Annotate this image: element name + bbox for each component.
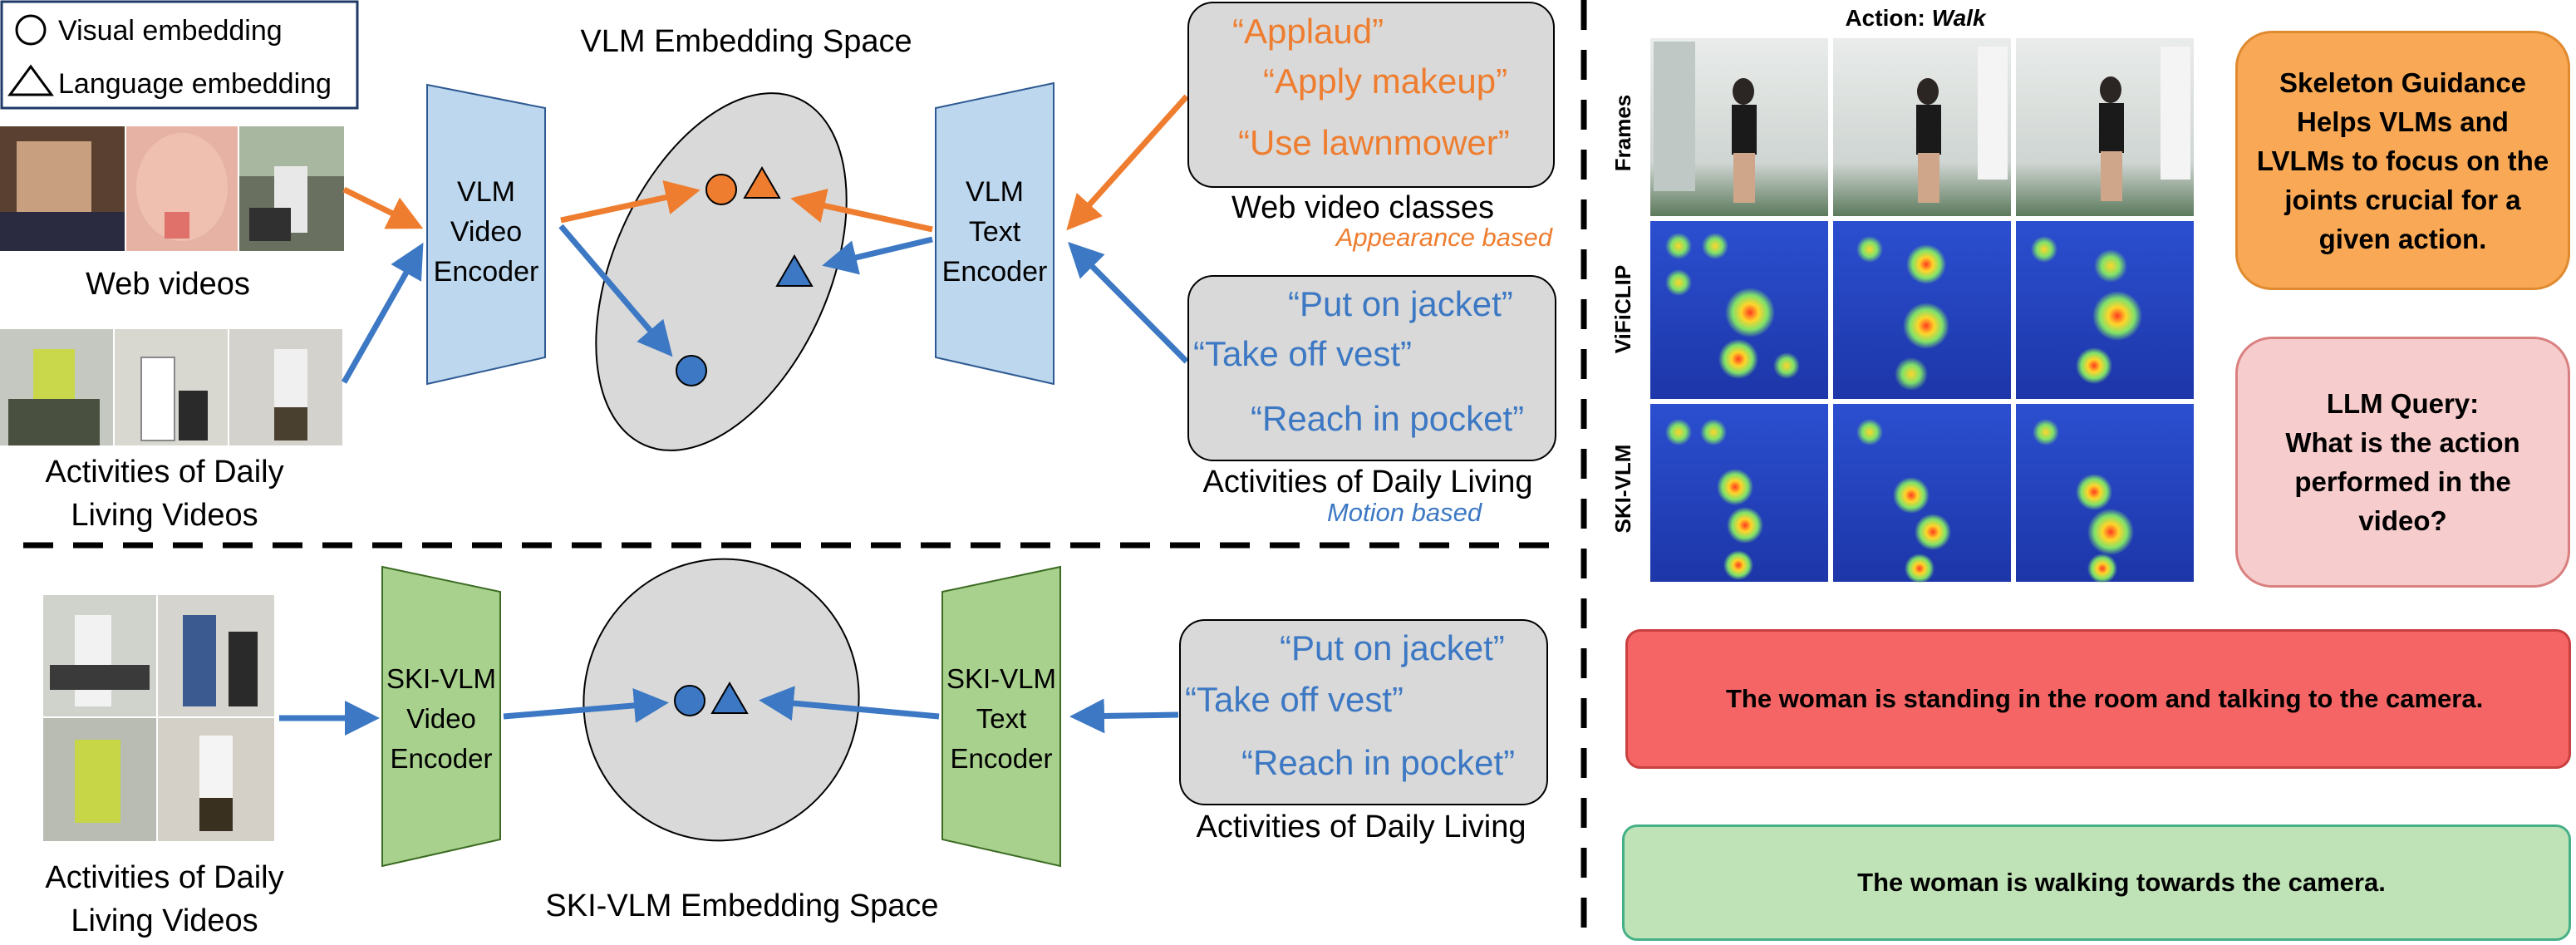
baseline-answer-text: The woman is standing in the room and ta…: [1726, 684, 2484, 713]
adl-video-thumbnails-bottom: [43, 595, 274, 841]
text-encoder-to-web-triangle-arrow: [790, 188, 933, 233]
vlm-video-encoder: VLM Video Encoder: [426, 83, 546, 386]
skeleton-guidance-bubble: Skeleton Guidance Helps VLMs and LVLMs t…: [2235, 31, 2570, 290]
ski-text-encoder-to-triangle-arrow: [759, 686, 940, 721]
skeleton-line-5: given action.: [2318, 223, 2487, 254]
row-label-ski-vlm: SKI-VLM: [1610, 445, 1635, 534]
adl-videos-label-bottom-line2: Living Videos: [71, 903, 258, 938]
vlm-text-encoder-line1: VLM: [966, 176, 1024, 208]
legend-circle-icon: [15, 14, 47, 46]
ski-language-embedding-triangle: [710, 682, 749, 714]
adl-caption-top: Activities of Daily Living: [1202, 465, 1532, 500]
ski-vlm-answer-text: The woman is walking towards the camera.: [1857, 868, 2386, 897]
legend-visual-label: Visual embedding: [58, 15, 283, 47]
bottom-arrows: [279, 686, 1179, 736]
top-arrows: [341, 94, 1189, 384]
adl-caption-bottom: Activities of Daily Living: [1196, 810, 1526, 844]
web-video-classes-box: “Applaud” “Apply makeup” “Use lawnmower”: [1187, 2, 1555, 188]
frame-3: [2016, 38, 2194, 216]
row-label-frames: Frames: [1610, 95, 1635, 172]
adl-to-encoder-arrow: [341, 242, 424, 384]
action-label: Action:: [1845, 5, 1931, 31]
query-line-2: What is the action: [2285, 427, 2520, 458]
query-line-4: video?: [2358, 505, 2447, 536]
ski-vlm-video-encoder-line2: Video: [406, 703, 476, 734]
skeleton-line-1: Skeleton Guidance: [2279, 66, 2527, 98]
vlm-text-encoder-line2: Text: [969, 216, 1021, 248]
legend-language-label: Language embedding: [58, 68, 332, 100]
adl-class-put-on-jacket-bottom: “Put on jacket”: [1280, 628, 1505, 667]
frame-2: [1833, 38, 2011, 216]
web-class-apply-makeup: “Apply makeup”: [1263, 62, 1507, 101]
skeleton-line-4: joints crucial for a: [2284, 184, 2521, 215]
action-header: Action: Walk: [1845, 5, 1986, 31]
web-visual-embedding-circle: [705, 174, 737, 205]
ski-vlm-video-encoder: SKI-VLM Video Encoder: [381, 565, 501, 868]
query-line-1: LLM Query:: [2326, 388, 2480, 419]
ski-vlm-heatmap-row: [1650, 404, 2194, 583]
ski-vlm-answer-bar: The woman is walking towards the camera.: [1622, 824, 2571, 941]
ski-visual-embedding-circle: [674, 685, 705, 716]
web-class-applaud: “Applaud”: [1232, 12, 1384, 51]
legend-triangle-icon: [7, 64, 54, 96]
query-line-3: performed in the: [2294, 466, 2511, 497]
adl-videos-label-line2: Living Videos: [71, 498, 258, 533]
frames-row: [1650, 38, 2194, 216]
adl-videos-label-line1: Activities of Daily: [45, 455, 283, 490]
adl-classes-box-bottom: “Put on jacket” “Take off vest” “Reach i…: [1179, 619, 1548, 805]
adl-classes-box-top: “Put on jacket” “Take off vest” “Reach i…: [1187, 275, 1556, 461]
vlm-embedding-ellipse: [595, 92, 848, 451]
motion-based-note: Motion based: [1327, 498, 1483, 527]
llm-query-bubble: LLM Query: What is the action performed …: [2235, 337, 2570, 588]
web-to-encoder-arrow: [342, 186, 424, 229]
encoder-to-web-circle-arrow: [560, 180, 701, 224]
adl-class-reach-in-pocket-bottom: “Reach in pocket”: [1241, 743, 1515, 782]
adl-visual-embedding-circle: [676, 355, 707, 386]
vlm-video-encoder-line3: Encoder: [434, 256, 539, 288]
adl-class-put-on-jacket: “Put on jacket”: [1288, 284, 1513, 323]
row-label-vificlip: ViFiCLIP: [1610, 265, 1635, 353]
adl-class-take-off-vest-bottom: “Take off vest”: [1185, 680, 1404, 719]
legend: Visual embedding Language embedding: [0, 0, 359, 110]
frame-1: [1650, 38, 1828, 216]
web-video-thumbnails: [0, 126, 344, 251]
ski-vlm-video-encoder-line1: SKI-VLM: [386, 663, 496, 694]
adl-classes-to-text-encoder-arrow: [1068, 242, 1189, 364]
vlm-video-encoder-line1: VLM: [457, 176, 515, 208]
web-classes-to-text-encoder-arrow: [1066, 94, 1189, 231]
vlm-video-encoder-line2: Video: [450, 216, 522, 248]
skeleton-line-2: Helps VLMs and: [2297, 106, 2509, 137]
vlm-text-encoder-line3: Encoder: [942, 256, 1048, 288]
web-video-classes-caption: Web video classes: [1231, 190, 1494, 225]
text-encoder-to-adl-triangle-arrow: [822, 236, 933, 275]
adl-class-take-off-vest: “Take off vest”: [1193, 334, 1412, 373]
ski-vlm-text-encoder-line2: Text: [976, 703, 1027, 734]
encoder-to-adl-circle-arrow: [558, 224, 673, 357]
ski-vlm-text-encoder: SKI-VLM Text Encoder: [941, 565, 1061, 868]
action-value: Walk: [1932, 5, 1987, 31]
adl-video-thumbnails-top: [0, 329, 342, 445]
ski-vlm-text-encoder-line3: Encoder: [951, 743, 1053, 774]
appearance-based-note: Appearance based: [1335, 223, 1554, 252]
adl-language-embedding-triangle: [775, 254, 814, 287]
vlm-embedding-space-title: VLM Embedding Space: [580, 24, 912, 59]
vificlip-heatmap-row: [1650, 221, 2194, 399]
ski-encoder-to-circle-arrow: [503, 687, 669, 723]
web-language-embedding-triangle: [743, 166, 781, 199]
adl-videos-label-bottom-line1: Activities of Daily: [45, 860, 283, 895]
skeleton-line-3: LVLMs to focus on the: [2256, 145, 2549, 176]
bottom-classes-to-text-encoder-arrow: [1069, 698, 1179, 734]
adl-class-reach-in-pocket: “Reach in pocket”: [1251, 399, 1524, 438]
web-videos-label: Web videos: [86, 267, 250, 302]
ski-vlm-video-encoder-line3: Encoder: [391, 743, 493, 774]
vlm-text-encoder: VLM Text Encoder: [935, 81, 1054, 386]
ski-vlm-text-encoder-line1: SKI-VLM: [946, 663, 1056, 694]
ski-vlm-embedding-space-title: SKI-VLM Embedding Space: [545, 888, 938, 923]
baseline-answer-bar: The woman is standing in the room and ta…: [1625, 629, 2571, 769]
web-class-use-lawnmower: “Use lawnmower”: [1238, 123, 1510, 162]
